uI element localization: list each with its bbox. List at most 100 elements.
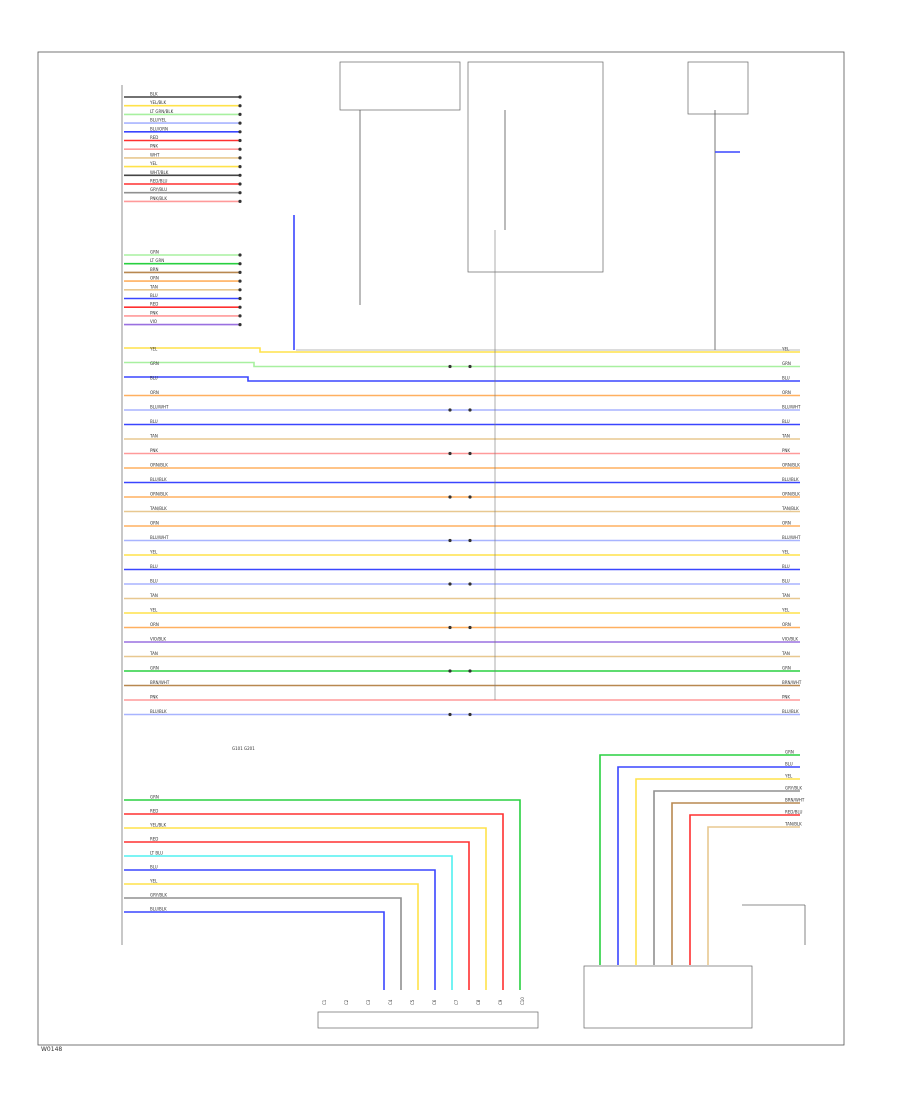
wire-mid-label: PNK xyxy=(150,310,158,315)
wire-mid-end xyxy=(238,288,242,292)
right-drop-wire xyxy=(689,814,800,965)
low-wire-label: GRN xyxy=(150,795,159,800)
bus-wire-label-left: GRN xyxy=(150,666,159,671)
bus-wire-label-left: YEL xyxy=(149,550,158,555)
low-wire xyxy=(124,883,419,990)
bus-splice xyxy=(448,712,452,717)
wire-top-label: BLU/ORN xyxy=(150,126,168,131)
wire-top-label: YEL/BLK xyxy=(149,100,167,105)
bus-splice xyxy=(468,364,472,369)
bus-wire-label-right: GRN xyxy=(782,361,791,366)
bus-wire-label-right: YEL xyxy=(781,608,790,613)
bus-wire-label-left: BLU xyxy=(150,564,158,569)
connector-pin-label: C9 xyxy=(498,999,503,1005)
wire-mid-end xyxy=(238,296,242,301)
bus-wire-label-left: PNK xyxy=(150,448,158,453)
bus-wire-label-left: PNK xyxy=(150,695,158,700)
bus-wire-label-right: ORN/BLK xyxy=(782,492,800,497)
bus-wire-label-left: TAN xyxy=(149,651,158,656)
bus-wire-label-right: ORN xyxy=(782,390,791,395)
right-drop-wire xyxy=(671,802,800,965)
low-wire-label: RED xyxy=(150,809,158,814)
wire-mid-label: TAN xyxy=(149,284,158,289)
ground-note-left: G101 G201 xyxy=(232,746,255,751)
wire-mid-end xyxy=(238,262,242,266)
wire-mid-label: BRN xyxy=(150,267,159,272)
bus-wire-label-right: ORN xyxy=(782,521,791,526)
bus-wire-label-left: ORN/BLK xyxy=(150,492,168,497)
wire-top-label: GRY/BLU xyxy=(150,187,167,192)
right-drop-label: BLU xyxy=(785,762,793,767)
wire-mid-end xyxy=(238,305,242,309)
bus-splice xyxy=(468,408,472,412)
wire-top-end xyxy=(238,147,242,151)
wire-top-end xyxy=(238,182,242,186)
low-wire-label: YEL/BLK xyxy=(149,823,167,828)
low-wire-label: GRY/BLK xyxy=(150,893,167,898)
bus-splice xyxy=(468,495,472,499)
bus-wire-label-left: BLU xyxy=(150,376,158,381)
footer-code: W0148 xyxy=(41,1046,62,1053)
bus-wire-label-left: VIO/BLK xyxy=(150,637,166,642)
connector-pin-label: C6 xyxy=(432,999,437,1005)
right-drop-label: GRN xyxy=(785,750,794,755)
bus-wire-label-left: TAN xyxy=(149,593,158,598)
bus-splice xyxy=(468,669,472,673)
low-wire xyxy=(124,911,385,990)
bus-wire-label-right: TAN xyxy=(781,651,790,656)
low-wire xyxy=(124,841,470,990)
bus-wire-label-left: BLU/WHT xyxy=(150,405,169,410)
wire-top-end xyxy=(238,112,242,116)
bus-wire-label-right: BLU/BLK xyxy=(782,709,799,714)
wire-mid-label: BLU xyxy=(150,293,158,298)
bus-splice xyxy=(448,364,452,369)
bus-wire-label-left: GRN xyxy=(150,361,159,366)
bus-wire-label-right: PNK xyxy=(782,695,790,700)
wire-top-end xyxy=(238,95,242,99)
wire-mid-label: LT GRN xyxy=(150,258,164,263)
wire-top-label: LT GRN/BLK xyxy=(150,109,174,114)
connector-pin-label: C1 xyxy=(322,999,327,1005)
bus-splice xyxy=(468,712,472,717)
bus-wire xyxy=(124,376,800,382)
low-wire xyxy=(124,869,436,990)
bus-wire-label-right: BLU xyxy=(782,419,790,424)
bus-wire-label-right: VIO/BLK xyxy=(782,637,798,642)
bus-splice xyxy=(448,582,452,586)
bus-wire-label-right: BLU xyxy=(782,564,790,569)
bus-wire-label-left: ORN xyxy=(150,622,159,627)
connector-pin-label: C10 xyxy=(520,997,525,1005)
bus-wire-label-left: BLU xyxy=(150,579,158,584)
low-wire-label: RED xyxy=(150,837,158,842)
wire-top-end xyxy=(238,165,242,169)
right-drop-label: BRN/WHT xyxy=(785,798,805,803)
bus-splice xyxy=(448,495,452,499)
wire-top-end xyxy=(238,138,242,143)
low-wire xyxy=(124,855,453,990)
bus-wire-label-left: ORN xyxy=(150,521,159,526)
diagram-border xyxy=(37,51,845,1046)
bus-wire-label-left: YEL xyxy=(149,347,158,352)
bus-wire-label-right: BLU/BLK xyxy=(782,477,799,482)
right-drop-label: YEL xyxy=(784,774,793,779)
bus-wire-label-left: ORN xyxy=(150,390,159,395)
wire-top-label: PNK xyxy=(150,144,158,149)
component-top-centre xyxy=(467,61,604,273)
bus-wire-label-left: BLU/BLK xyxy=(150,477,167,482)
right-drop-wire xyxy=(707,826,800,965)
bus-wire-label-right: YEL xyxy=(781,347,790,352)
bus-wire-label-right: TAN/BLK xyxy=(781,506,799,511)
bus-splice xyxy=(468,538,472,543)
connector-pin-label: C7 xyxy=(454,999,459,1005)
right-drop-wire xyxy=(635,778,800,965)
wire-top-end xyxy=(238,130,242,134)
bus-splice xyxy=(468,582,472,586)
connector-pin-label: C4 xyxy=(388,999,393,1005)
right-drop-wire xyxy=(599,754,800,965)
wire-top-label: YEL xyxy=(149,161,158,166)
bus-splice xyxy=(448,408,452,412)
connector-pin-label: C5 xyxy=(410,999,415,1005)
right-drop-label: RED/BLU xyxy=(785,810,803,815)
wire-mid-label: ORN xyxy=(150,276,159,281)
